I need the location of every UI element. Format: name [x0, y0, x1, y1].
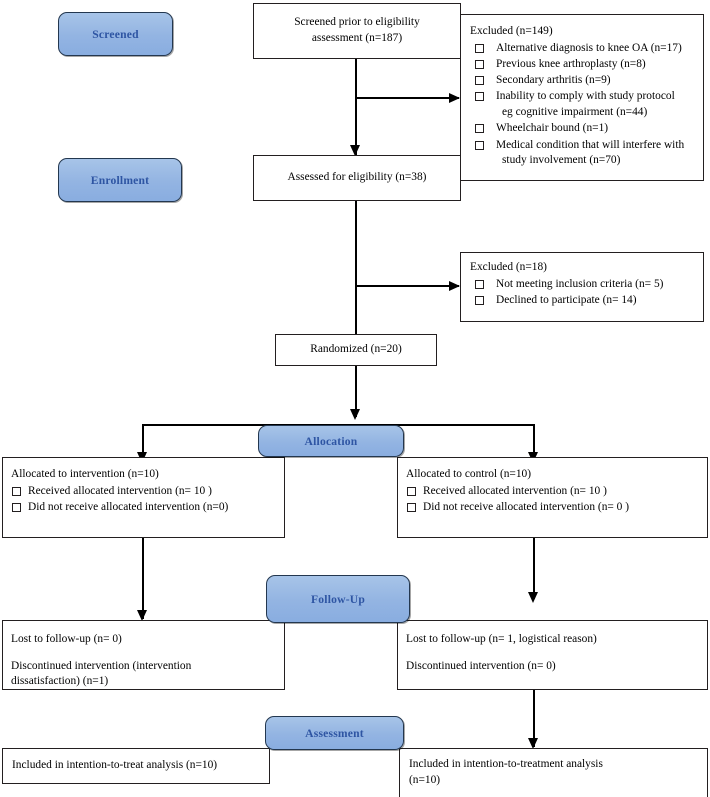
allocation-intervention-list: Received allocated intervention (n= 10 )…: [11, 484, 278, 516]
list-item: Secondary arthritis (n=9): [470, 73, 695, 89]
box-followup-intervention-line3: dissatisfaction) (n=1): [11, 675, 109, 688]
list-item-text: Did not receive allocated intervention (…: [423, 500, 629, 513]
connector-assessed-to-excluded: [355, 285, 459, 287]
excluded-screening-list: Alternative diagnosis to knee OA (n=17) …: [470, 41, 695, 169]
box-excluded-eligibility: Excluded (n=18) Not meeting inclusion cr…: [460, 252, 704, 322]
box-assessed-eligibility: Assessed for eligibility (n=38): [253, 155, 461, 201]
checkbox-icon: [475, 140, 484, 150]
allocation-control-list: Received allocated intervention (n= 10 )…: [406, 484, 701, 516]
list-item: Declined to participate (n= 14): [470, 293, 695, 309]
checkbox-icon: [475, 92, 484, 102]
arrowhead-allocation-left-to-followup: [137, 610, 147, 621]
checkbox-icon: [12, 502, 21, 512]
stage-pill-screened: Screened: [58, 12, 173, 56]
arrowhead-screened-to-excluded: [449, 93, 460, 103]
box-allocation-control-heading: Allocated to control (n=10): [406, 468, 532, 480]
stage-pill-enrollment: Enrollment: [58, 158, 182, 202]
connector-allocation-left-to-followup: [142, 537, 144, 619]
box-excluded-screening-heading: Excluded (n=149): [470, 25, 553, 37]
list-item: Did not receive allocated intervention (…: [406, 500, 701, 516]
list-item-text: Received allocated intervention (n= 10 ): [423, 484, 607, 497]
box-allocation-control: Allocated to control (n=10) Received all…: [397, 457, 708, 538]
box-followup-control-line1: Lost to follow-up (n= 1, logistical reas…: [406, 633, 597, 645]
connector-followup-right-to-analysis: [533, 689, 535, 747]
stage-pill-screened-label: Screened: [92, 27, 139, 41]
connector-screened-to-excluded: [355, 97, 459, 99]
connector-randomized-stem: [355, 365, 357, 417]
arrowhead-allocation-right-to-followup: [528, 592, 538, 603]
list-item: Previous knee arthroplasty (n=8): [470, 57, 695, 73]
connector-assessed-to-randomized: [355, 200, 357, 334]
box-screened: Screened prior to eligibility assessment…: [253, 3, 461, 59]
box-allocation-intervention-heading: Allocated to intervention (n=10): [11, 468, 159, 480]
stage-pill-allocation-label: Allocation: [304, 434, 358, 448]
checkbox-icon: [475, 59, 484, 69]
list-item: Inability to comply with study protocol …: [470, 89, 695, 120]
box-screened-line2: assessment (n=187): [311, 32, 403, 44]
checkbox-icon: [475, 295, 484, 305]
box-assessed-eligibility-line1: Assessed for eligibility (n=38): [287, 171, 427, 184]
box-screened-line1: Screened prior to eligibility: [294, 16, 420, 29]
box-excluded-eligibility-heading: Excluded (n=18): [470, 261, 547, 273]
box-randomized-line1: Randomized (n=20): [310, 343, 402, 356]
box-analysis-intervention-line1: Included in intention-to-treat analysis …: [12, 759, 218, 772]
list-item: Medical condition that will interfere wi…: [470, 138, 695, 169]
box-analysis-control-line2: (n=10): [409, 773, 441, 786]
list-item-text: Received allocated intervention (n= 10 ): [28, 484, 212, 497]
list-item-text: Not meeting inclusion criteria (n= 5): [496, 277, 664, 290]
box-analysis-control-line1: Included in intention-to-treatment analy…: [409, 758, 603, 770]
connector-screened-to-assessed: [355, 58, 357, 158]
list-item-subtext: study involvement (n=70): [502, 154, 621, 167]
list-item: Did not receive allocated intervention (…: [11, 500, 278, 516]
stage-pill-allocation: Allocation: [258, 425, 404, 457]
checkbox-icon: [475, 43, 484, 53]
arrowhead-randomized-stem: [350, 409, 360, 420]
list-item: Alternative diagnosis to knee OA (n=17): [470, 41, 695, 57]
list-item: Wheelchair bound (n=1): [470, 121, 695, 137]
stage-pill-followup: Follow-Up: [266, 575, 410, 623]
list-item-text: Previous knee arthroplasty (n=8): [496, 57, 646, 70]
connector-split-left: [142, 424, 144, 458]
list-item: Not meeting inclusion criteria (n= 5): [470, 277, 695, 293]
list-item-text: Inability to comply with study protocol: [496, 90, 675, 103]
box-followup-intervention: Lost to follow-up (n= 0) Discontinued in…: [2, 620, 285, 690]
list-item: Received allocated intervention (n= 10 ): [406, 484, 701, 500]
box-followup-control-line2: Discontinued intervention (n= 0): [406, 659, 556, 672]
list-item: Received allocated intervention (n= 10 ): [11, 484, 278, 500]
excluded-eligibility-list: Not meeting inclusion criteria (n= 5) De…: [470, 277, 695, 309]
box-followup-control: Lost to follow-up (n= 1, logistical reas…: [397, 620, 708, 690]
box-followup-intervention-line1: Lost to follow-up (n= 0): [11, 633, 122, 645]
box-analysis-control: Included in intention-to-treatment analy…: [399, 748, 708, 797]
connector-split-right: [533, 424, 535, 458]
checkbox-icon: [407, 502, 416, 512]
list-item-text: Medical condition that will interfere wi…: [496, 138, 685, 151]
box-excluded-screening: Excluded (n=149) Alternative diagnosis t…: [460, 14, 704, 181]
arrowhead-followup-right-to-analysis: [528, 738, 538, 749]
checkbox-icon: [12, 486, 21, 496]
list-item-text: Secondary arthritis (n=9): [496, 74, 611, 87]
arrowhead-assessed-to-excluded: [449, 281, 460, 291]
list-item-subtext: eg cognitive impairment (n=44): [502, 106, 648, 119]
stage-pill-assessment: Assessment: [265, 716, 404, 750]
box-followup-intervention-line2: Discontinued intervention (intervention: [11, 659, 192, 672]
stage-pill-followup-label: Follow-Up: [311, 592, 365, 606]
arrowhead-screened-to-assessed: [350, 145, 360, 156]
stage-pill-assessment-label: Assessment: [305, 726, 364, 740]
checkbox-icon: [407, 486, 416, 496]
checkbox-icon: [475, 76, 484, 86]
box-analysis-intervention: Included in intention-to-treat analysis …: [2, 748, 270, 784]
checkbox-icon: [475, 124, 484, 134]
list-item-text: Wheelchair bound (n=1): [496, 122, 609, 135]
stage-pill-enrollment-label: Enrollment: [90, 173, 150, 187]
list-item-text: Declined to participate (n= 14): [496, 293, 637, 306]
box-allocation-intervention: Allocated to intervention (n=10) Receive…: [2, 457, 285, 538]
connector-allocation-right-to-followup: [533, 537, 535, 599]
list-item-text: Did not receive allocated intervention (…: [28, 500, 229, 513]
box-randomized: Randomized (n=20): [275, 334, 437, 366]
checkbox-icon: [475, 279, 484, 289]
list-item-text: Alternative diagnosis to knee OA (n=17): [496, 41, 682, 54]
